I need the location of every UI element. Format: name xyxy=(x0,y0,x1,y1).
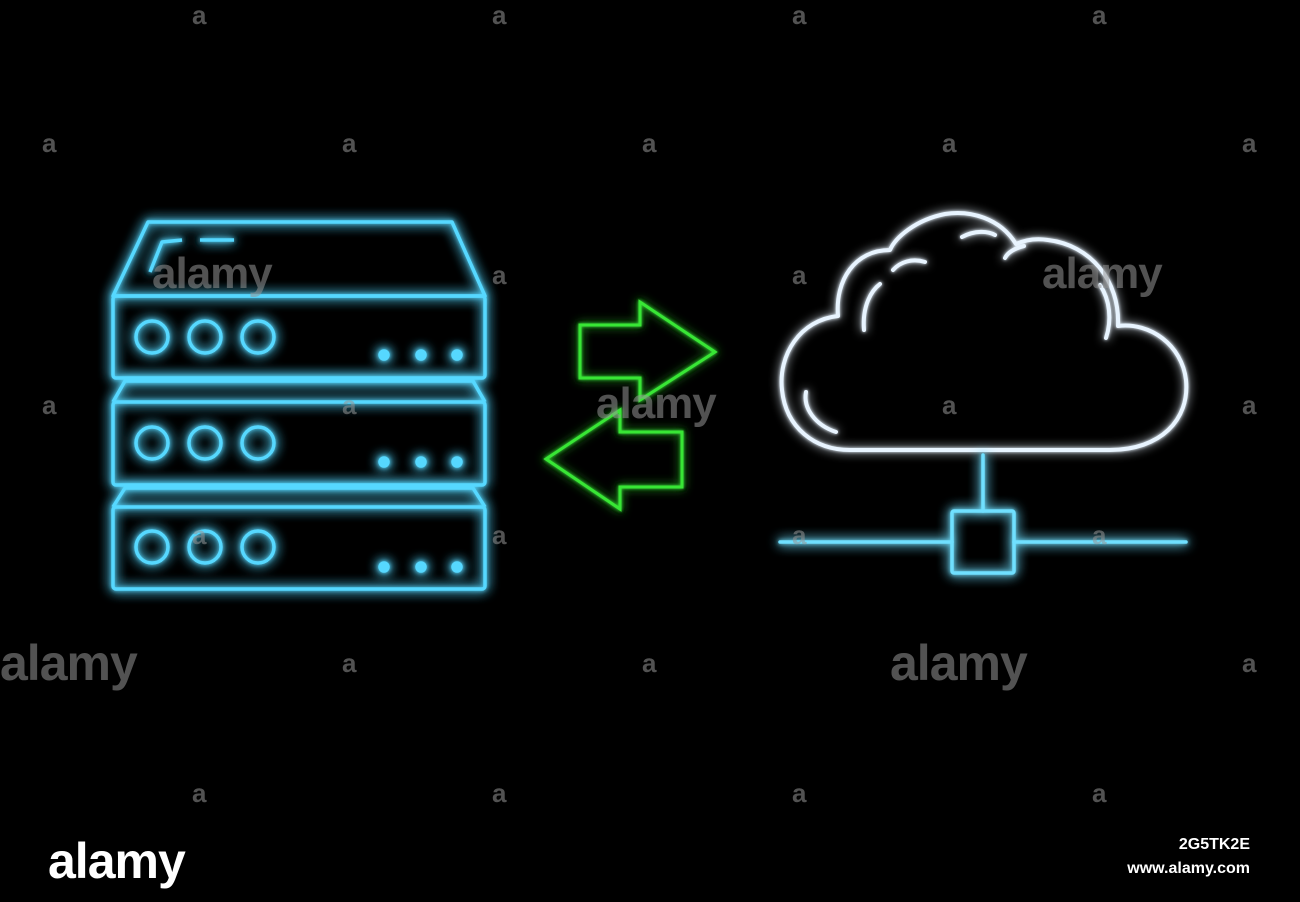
watermark-mark: a xyxy=(642,128,657,158)
watermark-mark: a xyxy=(42,128,57,158)
watermark-mark: a xyxy=(492,778,507,808)
watermark-mark: a xyxy=(1092,0,1107,30)
watermark-mark: a xyxy=(342,648,357,678)
network-icon xyxy=(778,453,1188,575)
sync-arrows-icon xyxy=(543,299,718,512)
watermark-mark: a xyxy=(792,778,807,808)
watermark-mark: a xyxy=(792,260,807,290)
cloud-icon xyxy=(779,211,1189,452)
watermark-mark: a xyxy=(1092,520,1107,550)
watermark-mark: a xyxy=(942,128,957,158)
watermark-mark: a xyxy=(192,778,207,808)
arrow-right-icon xyxy=(578,299,718,403)
watermark-mark: a xyxy=(492,260,507,290)
image-id: 2G5TK2E xyxy=(1178,836,1250,853)
watermark-mark: a xyxy=(1242,128,1257,158)
watermark-mark: a xyxy=(1242,648,1257,678)
watermark-mark: a xyxy=(42,390,57,420)
watermark-mark: a xyxy=(342,128,357,158)
watermark-word: alamy xyxy=(1042,249,1163,298)
watermark-word: alamy xyxy=(890,635,1028,691)
watermark-mark: a xyxy=(642,648,657,678)
watermark-mark: a xyxy=(192,0,207,30)
watermark-word: alamy xyxy=(596,379,717,428)
watermark-word: alamy xyxy=(0,635,138,691)
watermark-mark: a xyxy=(1092,778,1107,808)
brand-logo: alamy xyxy=(48,833,186,889)
watermark-mark: a xyxy=(192,520,207,550)
watermark-mark: a xyxy=(942,390,957,420)
watermark-word: alamy xyxy=(152,249,273,298)
server-rack-icon xyxy=(111,220,487,591)
watermark-mark: a xyxy=(792,0,807,30)
site-url: www.alamy.com xyxy=(1127,860,1250,877)
watermark-mark: a xyxy=(492,0,507,30)
watermark-mark: a xyxy=(492,520,507,550)
watermark-mark: a xyxy=(792,520,807,550)
watermark-mark: a xyxy=(1242,390,1257,420)
watermark-mark: a xyxy=(342,390,357,420)
arrow-left-icon xyxy=(543,407,684,512)
